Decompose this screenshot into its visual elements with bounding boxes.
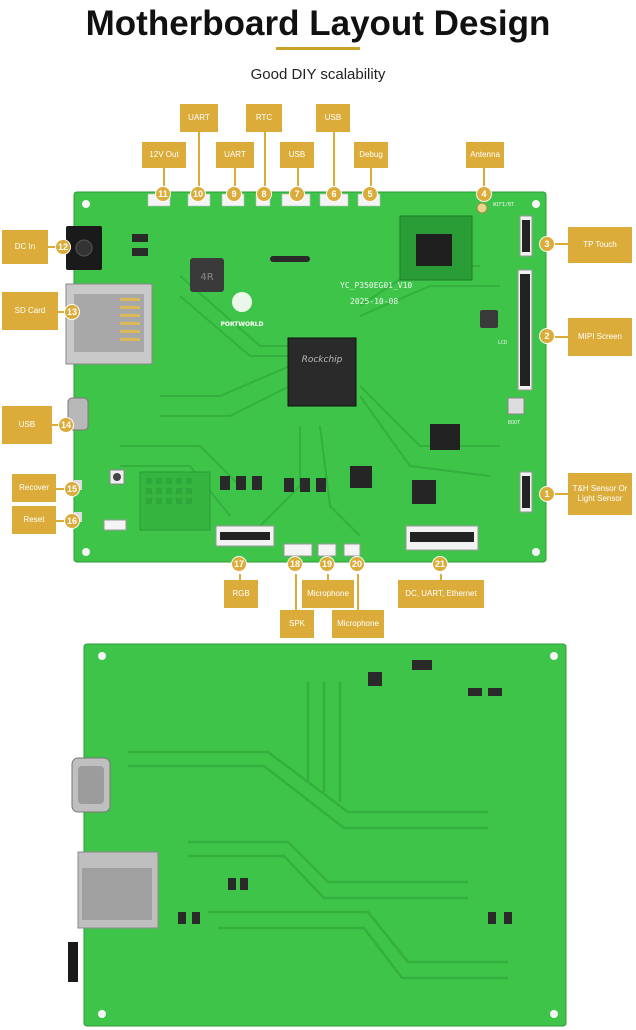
callout-label-12: DC In: [2, 230, 48, 264]
leader-18: [295, 574, 297, 612]
leader-15: [54, 488, 64, 490]
callout-label-9: UART: [216, 142, 254, 168]
callout-number-8: 8: [256, 186, 272, 202]
callout-number-11: 11: [155, 186, 171, 202]
callout-number-7: 7: [289, 186, 305, 202]
callout-number-17: 17: [231, 556, 247, 572]
callout-label-19: Microphone: [302, 580, 354, 608]
leader-8: [264, 128, 266, 186]
callout-number-6: 6: [326, 186, 342, 202]
callout-number-2: 2: [539, 328, 555, 344]
leader-6: [333, 128, 335, 186]
callout-number-13: 13: [64, 304, 80, 320]
board-back: [68, 643, 567, 1027]
model-label: YC_P350EG01_V10: [340, 281, 412, 290]
callout-number-15: 15: [64, 481, 80, 497]
leader-10: [198, 128, 200, 186]
callout-label-5: Debug: [354, 142, 388, 168]
callout-number-1: 1: [539, 486, 555, 502]
callout-number-3: 3: [539, 236, 555, 252]
callout-number-20: 20: [349, 556, 365, 572]
leader-4: [483, 164, 485, 186]
svg-text:4R: 4R: [200, 272, 213, 283]
wifi-label: WIFI/BT: [493, 202, 514, 208]
page-title: Motherboard Layout Design: [85, 4, 551, 43]
callout-label-6: USB: [316, 104, 350, 132]
callout-label-17: RGB: [224, 580, 258, 608]
callout-number-21: 21: [432, 556, 448, 572]
callout-label-7: USB: [280, 142, 314, 168]
leader-5: [370, 164, 372, 186]
lcd-label: LCD: [498, 340, 507, 346]
date-label: 2025-10-08: [350, 297, 398, 306]
callout-label-8: RTC: [246, 104, 282, 132]
callout-number-5: 5: [362, 186, 378, 202]
boot-label: BOOT: [508, 420, 520, 426]
leader-11: [163, 164, 165, 186]
callout-number-19: 19: [319, 556, 335, 572]
callout-number-10: 10: [190, 186, 206, 202]
chip-label: Rockchip: [302, 355, 343, 365]
board-front: WIFI/BT LCD 4R PORTWORLD YC_P350EG01_V10…: [65, 191, 547, 563]
leader-2: [548, 336, 570, 338]
callout-label-15: Recover: [12, 474, 56, 502]
callout-number-4: 4: [476, 186, 492, 202]
leader-17: [239, 574, 241, 584]
brand-label: PORTWORLD: [220, 321, 263, 328]
callout-label-20: Microphone: [332, 610, 384, 638]
callout-number-12: 12: [55, 239, 71, 255]
leader-3: [548, 243, 570, 245]
page-subtitle: Good DIY scalability: [250, 66, 386, 83]
callout-number-9: 9: [226, 186, 242, 202]
leader-7: [297, 164, 299, 186]
leader-14: [50, 424, 60, 426]
callout-label-16: Reset: [12, 506, 56, 534]
leader-16: [54, 520, 64, 522]
callout-label-21: DC, UART, Ethernet: [398, 580, 484, 608]
callout-label-10: UART: [180, 104, 218, 132]
leader-1: [548, 493, 570, 495]
title-underline: [276, 47, 360, 50]
callout-label-18: SPK: [280, 610, 314, 638]
leader-21: [440, 574, 442, 584]
leader-20: [357, 574, 359, 612]
callout-number-14: 14: [58, 417, 74, 433]
leader-13: [56, 311, 66, 313]
callout-number-18: 18: [287, 556, 303, 572]
leader-9: [234, 164, 236, 186]
callout-label-2: MIPI Screen: [568, 318, 632, 356]
callout-label-4: Antenna: [466, 142, 504, 168]
callout-label-1: T&H Sensor Or Light Sensor: [568, 473, 632, 515]
callout-label-3: TP Touch: [568, 227, 632, 263]
callout-number-16: 16: [64, 513, 80, 529]
callout-label-13: SD Card: [2, 292, 58, 330]
callout-label-11: 12V Out: [142, 142, 186, 168]
callout-label-14: USB: [2, 406, 52, 444]
leader-19: [327, 574, 329, 584]
